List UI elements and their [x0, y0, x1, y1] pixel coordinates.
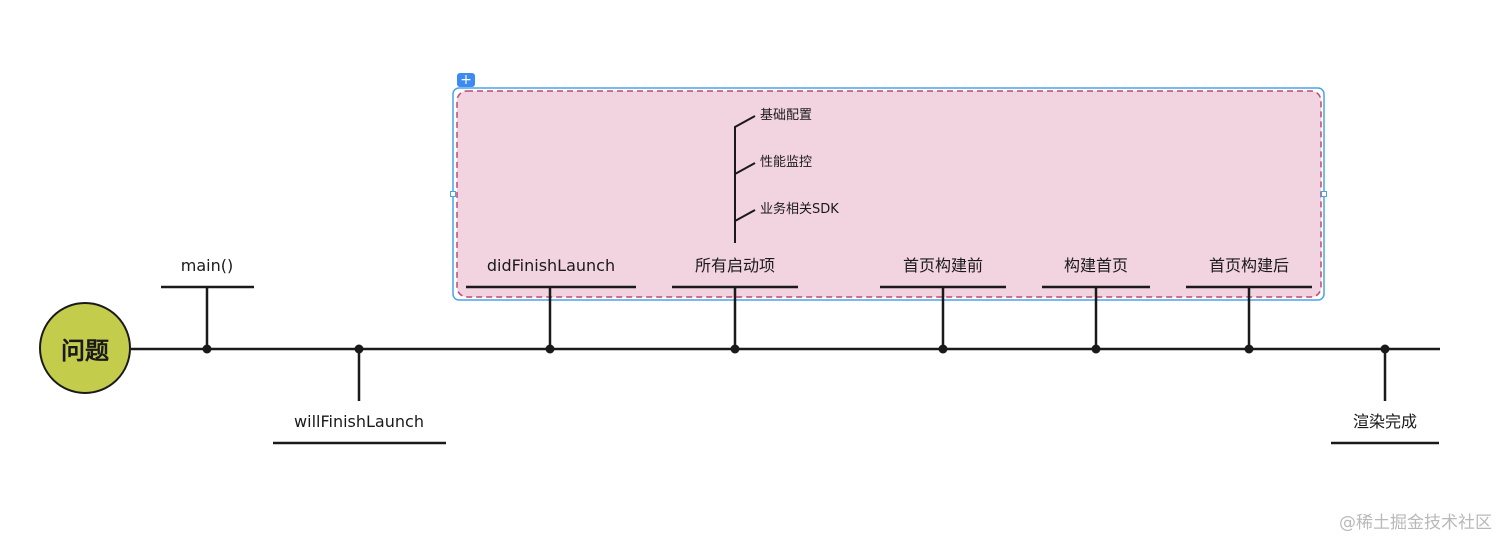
- build-home-dot: [1091, 344, 1101, 354]
- node-build-home[interactable]: 构建首页: [1063, 256, 1129, 275]
- will-finish-dot: [354, 344, 364, 354]
- main-dot: [202, 344, 212, 354]
- node-after-home[interactable]: 首页构建后: [1208, 256, 1290, 275]
- sub-item-basic-config[interactable]: 基础配置: [760, 108, 813, 123]
- sub-branch-sdk: [734, 209, 756, 222]
- node-main[interactable]: main(): [180, 256, 234, 275]
- node-all-items[interactable]: 所有启动项: [694, 256, 776, 275]
- did-finish-dot: [545, 344, 555, 354]
- node-will-finish[interactable]: willFinishLaunch: [294, 412, 424, 431]
- node-before-home[interactable]: 首页构建前: [902, 256, 984, 275]
- sub-item-perf-monitor[interactable]: 性能监控: [760, 155, 813, 170]
- before-home-dot: [938, 344, 948, 354]
- render-done-dot: [1380, 344, 1390, 354]
- node-render-done[interactable]: 渲染完成: [1352, 412, 1418, 431]
- node-did-finish[interactable]: didFinishLaunch: [486, 256, 616, 275]
- center-topic-label: 问题: [61, 336, 109, 365]
- all-items-dot: [730, 344, 740, 354]
- center-topic[interactable]: 问题: [39, 302, 131, 394]
- after-home-dot: [1244, 344, 1254, 354]
- selection-handle-left[interactable]: [450, 191, 456, 197]
- sub-item-biz-sdk[interactable]: 业务相关SDK: [760, 202, 839, 217]
- sub-branch-perf: [734, 162, 756, 175]
- selection-handle-right[interactable]: [1321, 191, 1327, 197]
- sub-branch-spine: [734, 115, 756, 243]
- watermark: @稀土掘金技术社区: [1339, 513, 1492, 533]
- add-icon[interactable]: +: [457, 73, 475, 87]
